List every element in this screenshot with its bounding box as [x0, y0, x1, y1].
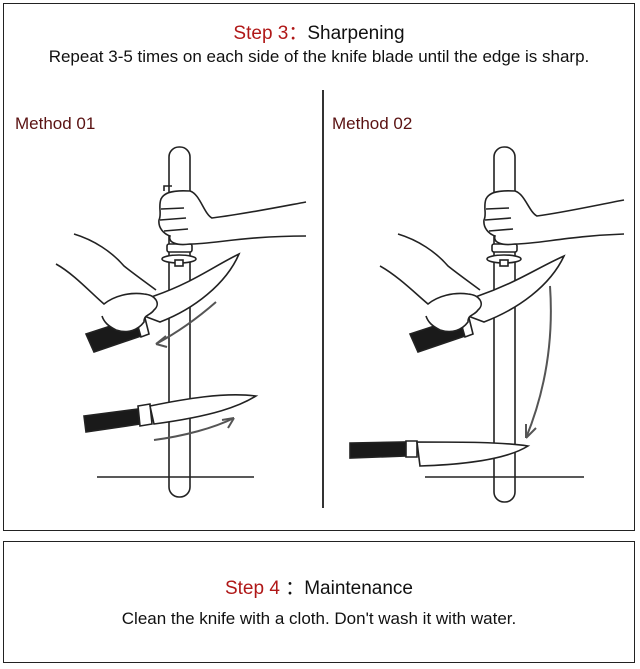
- method-02-label: Method 02: [332, 114, 413, 133]
- step4-label: Step 4: [224, 578, 280, 599]
- method-divider: [322, 90, 324, 508]
- knife-hand: [379, 233, 566, 353]
- lower-knife: [349, 440, 531, 467]
- sharpening-panel: Step 3：Sharpening Repeat 3-5 times on ea…: [3, 3, 635, 531]
- step3-description: Repeat 3-5 times on each side of the kni…: [48, 47, 590, 66]
- step3-title: Sharpening: [307, 23, 405, 44]
- step3-label: Step 3: [233, 23, 289, 44]
- knife-hand: [55, 233, 241, 353]
- step3-separator: ：: [288, 23, 308, 44]
- step4-separator: ：: [279, 578, 305, 599]
- gripping-hand: [483, 189, 625, 246]
- step4-description: Clean the knife with a cloth. Don't wash…: [121, 609, 517, 628]
- maintenance-panel: Step 4 ：Maintenance Clean the knife with…: [3, 541, 635, 663]
- step4-heading: Step 4 ：Maintenance: [4, 573, 634, 600]
- step3-heading: Step 3：Sharpening: [4, 18, 634, 45]
- method-01-label: Method 01: [15, 114, 96, 133]
- method-02-illustration: [349, 146, 625, 503]
- stroke-arrow: [525, 285, 552, 439]
- stroke-arrow-1: [155, 301, 217, 348]
- gripping-hand: [158, 185, 307, 246]
- step4-title: Maintenance: [304, 578, 413, 599]
- stroke-arrow-2: [153, 417, 235, 441]
- lower-knife: [83, 394, 259, 433]
- method-01-illustration: [55, 146, 307, 498]
